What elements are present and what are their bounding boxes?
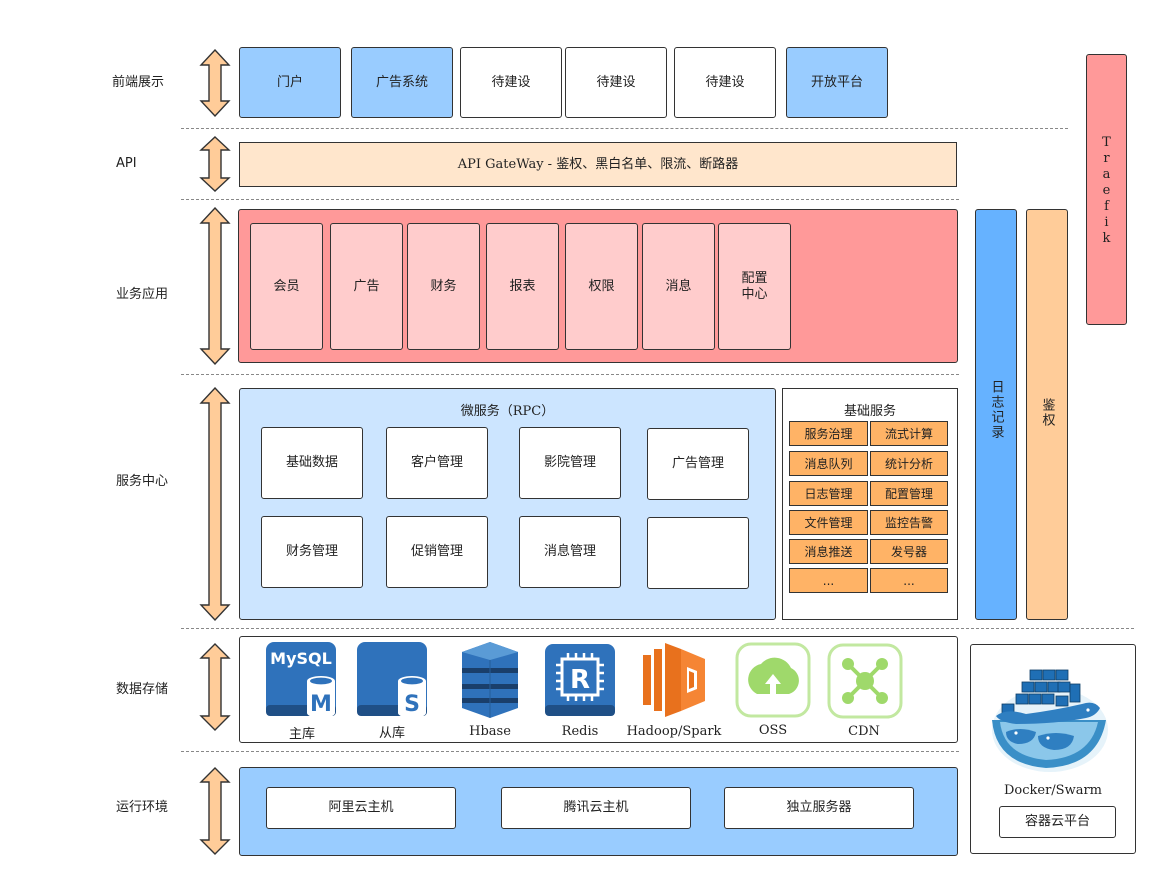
business-message[interactable]: 消息 bbox=[642, 223, 715, 350]
db-slave-icon: S bbox=[357, 642, 427, 718]
docker-swarm-label: Docker/Swarm bbox=[1003, 783, 1103, 798]
base-config-mgmt[interactable]: 配置管理 bbox=[870, 481, 948, 506]
business-finance[interactable]: 财务 bbox=[407, 223, 480, 350]
layer-label-service-center: 服务中心 bbox=[116, 474, 169, 489]
storage-label-hadoop: Hadoop/Spark bbox=[626, 724, 722, 739]
business-ad[interactable]: 广告 bbox=[330, 223, 403, 350]
frontend-pending-1[interactable]: 待建设 bbox=[460, 47, 562, 118]
hbase-icon bbox=[462, 642, 518, 718]
frontend-pending-2[interactable]: 待建设 bbox=[565, 47, 667, 118]
layer-label-frontend: 前端展示 bbox=[112, 75, 165, 90]
runtime-aliyun[interactable]: 阿里云主机 bbox=[266, 787, 456, 829]
mysql-icon: MySQL M bbox=[266, 642, 336, 718]
storage-label-master: 主库 bbox=[288, 727, 315, 742]
base-more-2[interactable]: ... bbox=[870, 568, 948, 593]
oss-icon bbox=[735, 642, 811, 718]
double-arrow-icon bbox=[199, 207, 231, 365]
docker-whale-icon bbox=[992, 669, 1108, 772]
layer-label-data-storage: 数据存储 bbox=[116, 682, 169, 697]
mysql-title: MySQL bbox=[270, 649, 332, 668]
storage-label-hbase: Hbase bbox=[469, 724, 511, 739]
slave-badge: S bbox=[404, 692, 420, 717]
storage-label-redis: Redis bbox=[561, 724, 599, 739]
business-member[interactable]: 会员 bbox=[250, 223, 323, 350]
double-arrow-icon bbox=[199, 767, 231, 855]
auth-box[interactable]: 鉴权 bbox=[1026, 209, 1068, 620]
base-service-title: 基础服务 bbox=[843, 404, 896, 419]
double-arrow-icon bbox=[199, 49, 231, 117]
frontend-pending-3[interactable]: 待建设 bbox=[674, 47, 776, 118]
base-message-queue[interactable]: 消息队列 bbox=[789, 451, 868, 476]
base-more-1[interactable]: ... bbox=[789, 568, 868, 593]
double-arrow-icon bbox=[199, 643, 231, 731]
layer-label-business: 业务应用 bbox=[116, 287, 169, 302]
separator-line bbox=[181, 751, 959, 752]
double-arrow-icon bbox=[199, 136, 231, 192]
layer-label-runtime: 运行环境 bbox=[116, 800, 169, 815]
base-id-generator[interactable]: 发号器 bbox=[870, 539, 948, 564]
ms-basic-data[interactable]: 基础数据 bbox=[261, 427, 363, 499]
frontend-ad-system[interactable]: 广告系统 bbox=[351, 47, 453, 118]
base-stream-compute[interactable]: 流式计算 bbox=[870, 421, 948, 446]
ms-ad-mgmt[interactable]: 广告管理 bbox=[647, 428, 749, 500]
double-arrow-icon bbox=[199, 387, 231, 621]
base-service-governance[interactable]: 服务治理 bbox=[789, 421, 868, 446]
hadoop-icon bbox=[643, 643, 705, 717]
storage-label-cdn: CDN bbox=[848, 724, 880, 739]
business-report[interactable]: 报表 bbox=[486, 223, 559, 350]
business-config-center[interactable]: 配置 中心 bbox=[718, 223, 791, 350]
layer-label-api: API bbox=[116, 156, 137, 171]
traefik-label: Traefik bbox=[1099, 135, 1114, 247]
base-statistics[interactable]: 统计分析 bbox=[870, 451, 948, 476]
runtime-dedicated-server[interactable]: 独立服务器 bbox=[724, 787, 914, 829]
auth-label: 鉴权 bbox=[1039, 398, 1055, 428]
business-permission[interactable]: 权限 bbox=[565, 223, 638, 350]
mysql-badge: M bbox=[310, 692, 332, 717]
redis-badge: R bbox=[570, 665, 590, 695]
api-gateway[interactable]: API GateWay - 鉴权、黑白名单、限流、断路器 bbox=[239, 142, 957, 187]
ms-empty-slot[interactable] bbox=[647, 517, 749, 589]
ms-message-mgmt[interactable]: 消息管理 bbox=[519, 516, 621, 588]
storage-label-slave: 从库 bbox=[378, 726, 405, 741]
container-cloud-platform-button[interactable]: 容器云平台 bbox=[999, 806, 1116, 838]
storage-label-oss: OSS bbox=[758, 723, 788, 738]
base-log-mgmt[interactable]: 日志管理 bbox=[789, 481, 868, 506]
redis-icon: R bbox=[545, 644, 615, 716]
separator-line bbox=[181, 128, 1068, 129]
base-message-push[interactable]: 消息推送 bbox=[789, 539, 868, 564]
log-record-box[interactable]: 日志记录 bbox=[975, 209, 1017, 620]
ms-promotion-mgmt[interactable]: 促销管理 bbox=[386, 516, 488, 588]
traefik-box[interactable]: Traefik bbox=[1086, 54, 1127, 325]
base-file-mgmt[interactable]: 文件管理 bbox=[789, 510, 868, 535]
microservice-title: 微服务（RPC） bbox=[460, 404, 555, 419]
ms-cinema-mgmt[interactable]: 影院管理 bbox=[519, 427, 621, 499]
separator-line bbox=[181, 374, 959, 375]
frontend-open-platform[interactable]: 开放平台 bbox=[786, 47, 888, 118]
frontend-portal[interactable]: 门户 bbox=[239, 47, 341, 118]
base-monitor-alert[interactable]: 监控告警 bbox=[870, 510, 948, 535]
separator-line bbox=[181, 628, 1134, 629]
cdn-icon bbox=[827, 643, 903, 719]
separator-line bbox=[181, 199, 959, 200]
log-record-label: 日志记录 bbox=[988, 380, 1004, 440]
runtime-tencent[interactable]: 腾讯云主机 bbox=[501, 787, 691, 829]
ms-finance-mgmt[interactable]: 财务管理 bbox=[261, 516, 363, 588]
ms-customer-mgmt[interactable]: 客户管理 bbox=[386, 427, 488, 499]
